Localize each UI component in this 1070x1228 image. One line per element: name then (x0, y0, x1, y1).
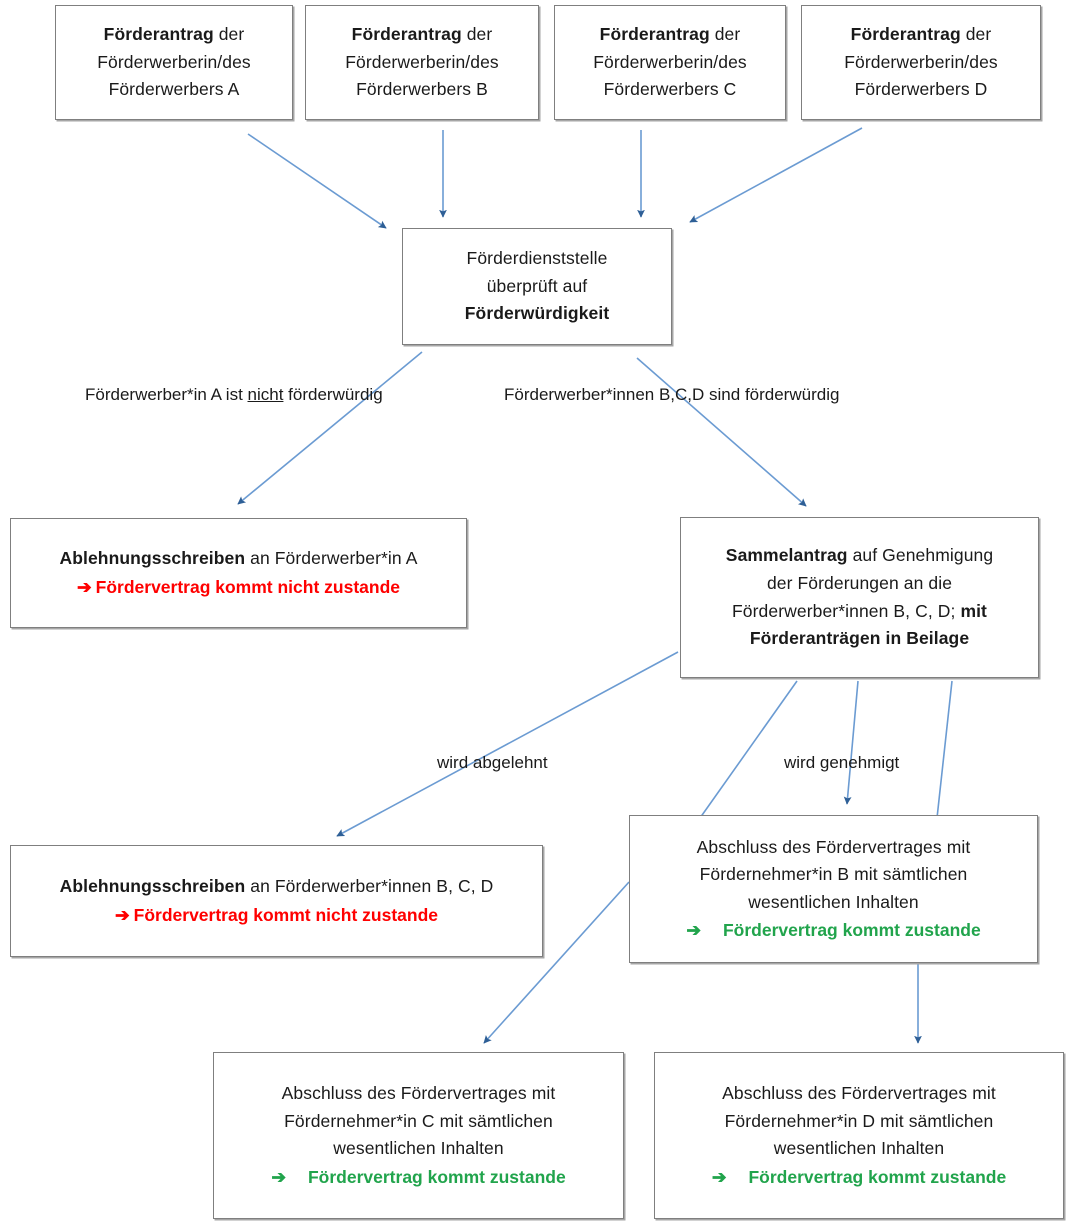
node-line: wesentlichen Inhalten (333, 1138, 504, 1159)
edge-antrag-a-to-pruefung (247, 133, 387, 229)
node-line: Fördernehmer*in D mit sämtlichen (724, 1110, 994, 1131)
arrow-right-icon: ➔ (76, 576, 92, 597)
edge-label-underlined-part: nicht (247, 385, 284, 404)
node-line: Förderwerberin/des (345, 51, 499, 72)
edge-sammelantrag-to-abschluss-b (843, 680, 859, 805)
node-line: überprüft auf (486, 275, 588, 296)
node-line: Abschluss des Fördervertrages mit (281, 1083, 556, 1104)
node-line: Abschluss des Fördervertrages mit (696, 836, 971, 857)
edge-label-nicht-foerderwuerdig: Förderwerber*in A ist nicht förderwürdig (85, 384, 383, 406)
node-abschluss-foerdervertrag-c[interactable]: Abschluss des Fördervertrages mit Förder… (213, 1052, 624, 1219)
edge-label-foerderwuerdig: Förderwerber*innen B,C,D sind förderwürd… (504, 385, 840, 404)
edge-label-part: förderwürdig (283, 385, 383, 404)
edge-sammelantrag-to-ablehnung-bcd (336, 651, 679, 837)
edge-antrag-d-to-pruefung (689, 127, 863, 223)
node-line: Förderantrag der (351, 24, 493, 45)
node-sammelantrag[interactable]: Sammelantrag auf Genehmigung der Förderu… (680, 517, 1039, 678)
node-abschluss-foerdervertrag-b[interactable]: Abschluss des Fördervertrages mit Förder… (629, 815, 1038, 963)
node-abschluss-foerdervertrag-d[interactable]: Abschluss des Fördervertrages mit Förder… (654, 1052, 1064, 1219)
edge-sammelantrag-to-abschluss-d-upper (936, 680, 953, 819)
node-ablehnungsschreiben-bcd[interactable]: Ablehnungsschreiben an Förderwerber*inne… (10, 845, 543, 957)
node-foerderantrag-d[interactable]: Förderantrag der Förderwerberin/des Förd… (801, 5, 1041, 120)
result-positive: ➔Fördervertrag kommt zustande (271, 1166, 566, 1187)
node-line: Ablehnungsschreiben an Förderwerber*inne… (59, 876, 494, 897)
arrow-right-icon: ➔ (686, 920, 701, 941)
node-line: Förderwerbers C (603, 79, 737, 100)
result-positive: ➔Fördervertrag kommt zustande (711, 1166, 1007, 1187)
node-line: Sammelantrag auf Genehmigung (725, 545, 994, 566)
node-line: Förderwerberin/des (97, 51, 251, 72)
edge-label-wird-genehmigt: wird genehmigt (784, 753, 900, 772)
node-line: Förderwerbers B (356, 79, 488, 100)
edge-pruefung-to-sammelantrag (636, 357, 807, 507)
node-line: Förderdienststelle (466, 248, 608, 269)
edge-pruefung-to-ablehnung-a (237, 351, 423, 505)
node-line: Förderwürdigkeit (464, 303, 610, 324)
result-negative: ➔Fördervertrag kommt nicht zustande (114, 904, 439, 925)
node-line: Fördernehmer*in C mit sämtlichen (284, 1110, 553, 1131)
node-line: Förderanträgen in Beilage (749, 628, 970, 649)
result-negative: ➔Fördervertrag kommt nicht zustande (76, 576, 401, 597)
node-line: Förderantrag der (103, 24, 245, 45)
edge-label-part: Förderwerber*in A ist (85, 385, 248, 404)
node-foerderantrag-a[interactable]: Förderantrag der Förderwerberin/des Förd… (55, 5, 293, 120)
node-ablehnungsschreiben-a[interactable]: Ablehnungsschreiben an Förderwerber*in A… (10, 518, 467, 628)
arrow-right-icon: ➔ (711, 1166, 727, 1187)
node-line: der Förderungen an die (766, 572, 953, 593)
arrow-right-icon: ➔ (114, 904, 130, 925)
node-line: wesentlichen Inhalten (748, 891, 919, 912)
node-line: Abschluss des Fördervertrages mit (722, 1083, 996, 1104)
node-line: Förderantrag der (850, 24, 992, 45)
node-foerderdienststelle-pruefung[interactable]: Förderdienststelle überprüft auf Förderw… (402, 228, 672, 345)
node-line: Förderwerbers D (854, 79, 988, 100)
node-foerderantrag-b[interactable]: Förderantrag der Förderwerberin/des Förd… (305, 5, 539, 120)
node-line: Ablehnungsschreiben an Förderwerber*in A (59, 548, 418, 569)
node-line: Fördernehmer*in B mit sämtlichen (699, 864, 968, 885)
node-line: Förderwerberin/des (844, 51, 998, 72)
edge-sammelantrag-to-abschluss-c-upper (699, 680, 798, 819)
node-line: Förderwerbers A (108, 79, 240, 100)
edge-label-wird-abgelehnt: wird abgelehnt (437, 753, 548, 772)
node-line: Förderwerberin/des (593, 51, 747, 72)
node-line: Förderwerber*innen B, C, D; mit (731, 600, 987, 621)
arrow-right-icon: ➔ (271, 1166, 286, 1187)
node-line: Förderantrag der (599, 24, 741, 45)
node-foerderantrag-c[interactable]: Förderantrag der Förderwerberin/des Förd… (554, 5, 786, 120)
node-line: wesentlichen Inhalten (773, 1138, 945, 1159)
result-positive: ➔Fördervertrag kommt zustande (686, 920, 981, 941)
